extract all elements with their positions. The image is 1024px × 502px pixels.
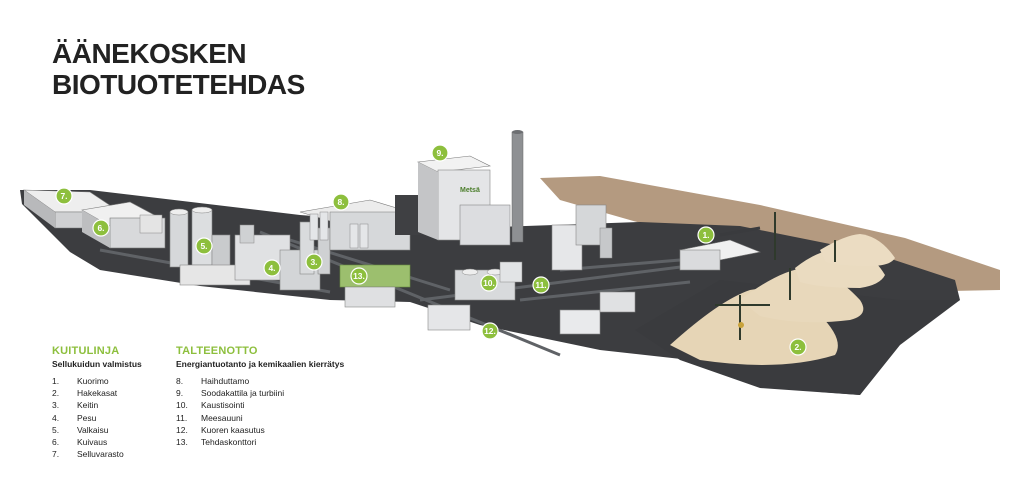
- legend-item-label: Haihduttamo: [201, 376, 250, 386]
- legend-item-label: Tehdaskonttori: [201, 437, 257, 448]
- legend-item: 6. Kuivaus: [52, 436, 172, 448]
- marker-7-label: 7.: [60, 191, 67, 201]
- marker-5: 5.: [195, 237, 213, 255]
- legend-heading: TALTEENOTTO: [176, 345, 258, 357]
- legend-subheading: Energiantuotanto ja kemikaalien kierräty…: [176, 359, 345, 369]
- legend-subheading: Sellukuidun valmistus: [52, 359, 142, 369]
- marker-6: 6.: [92, 219, 110, 237]
- legend-item: 10. Kaustisointi: [176, 399, 436, 411]
- legend-item-number: 7.: [52, 449, 60, 460]
- legend-item: 8. Haihduttamo: [176, 375, 436, 387]
- legend-item-label: Meesauuni: [201, 412, 243, 423]
- legend-item-number: 12.: [176, 424, 188, 435]
- marker-10: 10.: [480, 274, 498, 292]
- legend-item-number: 9.: [176, 388, 184, 399]
- legend-heading: KUITULINJA: [52, 345, 120, 357]
- legend-item-label: Pesu: [77, 412, 97, 423]
- marker-2-label: 2.: [794, 342, 801, 352]
- marker-8-label: 8.: [337, 197, 344, 207]
- legend-item-label: Soodakattila ja turbiini: [201, 388, 285, 399]
- marker-6-label: 6.: [97, 223, 104, 233]
- legend-item-label: Keitin: [77, 400, 99, 411]
- marker-7: 7.: [55, 187, 73, 205]
- legend-item: 5. Valkaisu: [52, 424, 172, 436]
- marker-4-label: 4.: [268, 263, 275, 273]
- page-title: ÄÄNEKOSKEN BIOTUOTETEHDAS: [52, 38, 305, 100]
- legend-item-label: Kuoren kaasutus: [201, 424, 265, 435]
- legend-item: 12. Kuoren kaasutus: [176, 424, 436, 436]
- building-12-bark-gasification: [427, 291, 636, 335]
- legend-item-label: Kaustisointi: [201, 400, 245, 411]
- legend-item: 11. Meesauuni: [176, 412, 436, 424]
- marker-8: 8.: [332, 193, 350, 211]
- legend-item-number: 10.: [176, 400, 188, 411]
- marker-5-label: 5.: [200, 241, 207, 251]
- legend-item-number: 5.: [52, 424, 60, 435]
- marker-3: 3.: [305, 253, 323, 271]
- legend-item-label: Valkaisu: [77, 424, 109, 435]
- legend-list: 8. Haihduttamo 9. Soodakattila ja turbiini…: [176, 375, 436, 448]
- legend-talteenotto: TALTEENOTTO Energiantuotanto ja kemikaal…: [176, 345, 436, 448]
- legend-item-number: 3.: [52, 400, 60, 411]
- building-4-washing: [234, 224, 321, 291]
- legend-item-number: 4.: [52, 412, 60, 423]
- legend-item-number: 8.: [176, 376, 184, 386]
- building-1-debarking: [678, 226, 762, 271]
- legend-item: 3. Keitin: [52, 399, 172, 411]
- marker-11: 11.: [532, 276, 550, 294]
- marker-4: 4.: [263, 259, 281, 277]
- legend-item: 9. Soodakattila ja turbiini: [176, 387, 436, 399]
- marker-12: 12.: [481, 322, 499, 340]
- legend-item-label: Kuorimo: [77, 376, 109, 386]
- legend-item-label: Selluvarasto: [77, 449, 124, 460]
- metsa-sign: Metsä: [460, 187, 480, 194]
- marker-2: 2.: [789, 338, 807, 356]
- marker-9: 9.: [431, 144, 449, 162]
- marker-12-label: 12.: [484, 326, 496, 336]
- building-10-causticizing: [454, 261, 523, 301]
- marker-13: 13.: [350, 267, 368, 285]
- legend-item: 2. Hakekasat: [52, 387, 172, 399]
- legend-item: 1. Kuorimo: [52, 375, 172, 387]
- marker-11-label: 11.: [535, 280, 546, 290]
- legend-item: 4. Pesu: [52, 412, 172, 424]
- marker-1: 1.: [697, 226, 715, 244]
- legend-item: 7. Selluvarasto: [52, 448, 172, 460]
- legend-item-label: Hakekasat: [77, 388, 118, 399]
- marker-3-label: 3.: [310, 257, 317, 267]
- building-11-lime-kiln: [551, 204, 613, 271]
- legend-item: 13. Tehdaskonttori: [176, 436, 436, 448]
- marker-10-label: 10.: [483, 278, 495, 288]
- title-line-1: ÄÄNEKOSKEN: [52, 38, 247, 69]
- legend-list: 1. Kuorimo 2. Hakekasat 3. Keitin 4. Pesu 5.…: [52, 375, 172, 460]
- legend-item-number: 2.: [52, 388, 60, 399]
- legend-item-number: 13.: [176, 437, 188, 448]
- marker-1-label: 1.: [702, 230, 709, 240]
- marker-9-label: 9.: [436, 148, 443, 158]
- legend-item-number: 1.: [52, 376, 60, 386]
- legend-kuitulinja: KUITULINJA Sellukuidun valmistus 1. Kuori…: [52, 345, 172, 460]
- title-line-2: BIOTUOTETEHDAS: [52, 69, 305, 100]
- building-8-evaporation: [299, 195, 425, 251]
- legend-item-number: 11.: [176, 412, 188, 423]
- marker-13-label: 13.: [353, 271, 365, 281]
- legend-item-number: 6.: [52, 437, 60, 448]
- legend-item-label: Kuivaus: [77, 437, 108, 448]
